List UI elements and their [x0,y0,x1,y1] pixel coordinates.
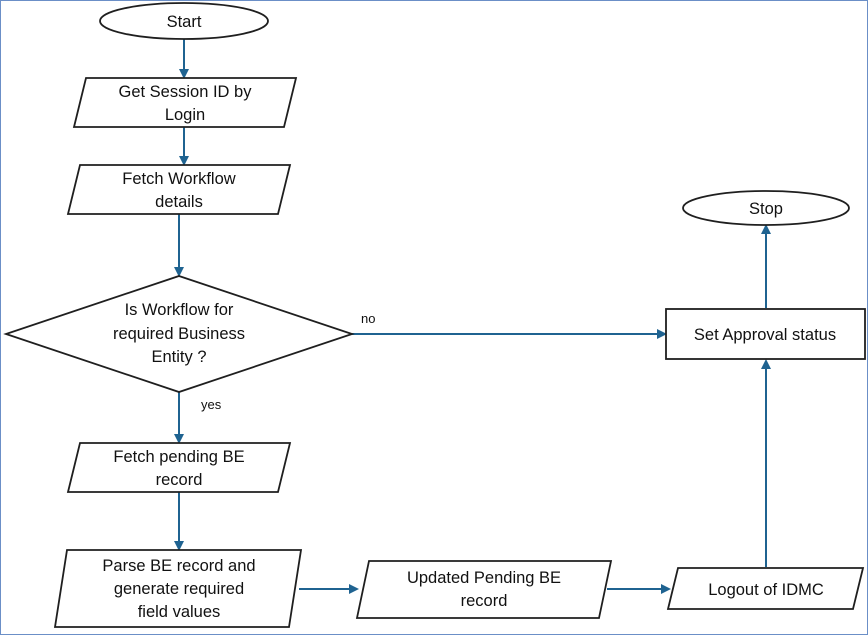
node-parse: Parse BE record and generate required fi… [53,549,303,628]
parse-label-line1: Parse BE record and [102,557,255,575]
login-io-shape [72,77,298,128]
node-set-approval: Set Approval status [665,308,866,360]
node-login: Get Session ID by Login [72,77,298,128]
stop-label: Stop [749,200,783,218]
node-fetch-workflow: Fetch Workflow details [66,164,292,215]
decision-label-line2: required Business [113,325,245,343]
login-label-line1: Get Session ID by [119,83,253,101]
node-fetch-pending: Fetch pending BE record [66,442,292,493]
fetch-pending-label-line1: Fetch pending BE [113,448,244,466]
edge-label-no: no [361,311,375,326]
start-terminator [99,2,269,40]
logout-io-shape [666,567,865,610]
connectors [174,39,771,594]
node-start: Start [99,2,269,40]
stop-terminator [682,190,850,226]
fetch-pending-label-line2: record [156,471,203,489]
node-decision: Is Workflow for required Business Entity… [3,275,355,393]
node-updated: Updated Pending BE record [355,560,613,619]
updated-label-line2: record [461,592,508,610]
decision-label-line1: Is Workflow for [125,301,234,319]
updated-io-shape [355,560,613,619]
fetch-workflow-io-shape [66,164,292,215]
decision-diamond [3,275,355,393]
fetch-workflow-label-line2: details [155,193,203,211]
decision-label-line3: Entity ? [151,348,206,366]
login-label-line2: Login [165,106,205,124]
set-approval-process-box [665,308,866,360]
node-logout: Logout of IDMC [666,567,865,610]
edge-label-yes: yes [201,397,222,412]
parse-label-line3: field values [138,603,221,621]
node-stop: Stop [682,190,850,226]
parse-label-line2: generate required [114,580,244,598]
fetch-pending-io-shape [66,442,292,493]
logout-label: Logout of IDMC [708,581,824,599]
set-approval-label: Set Approval status [694,326,836,344]
fetch-workflow-label-line1: Fetch Workflow [122,170,235,188]
parse-io-shape [53,549,303,628]
updated-label-line1: Updated Pending BE [407,569,561,587]
start-label: Start [167,13,202,31]
